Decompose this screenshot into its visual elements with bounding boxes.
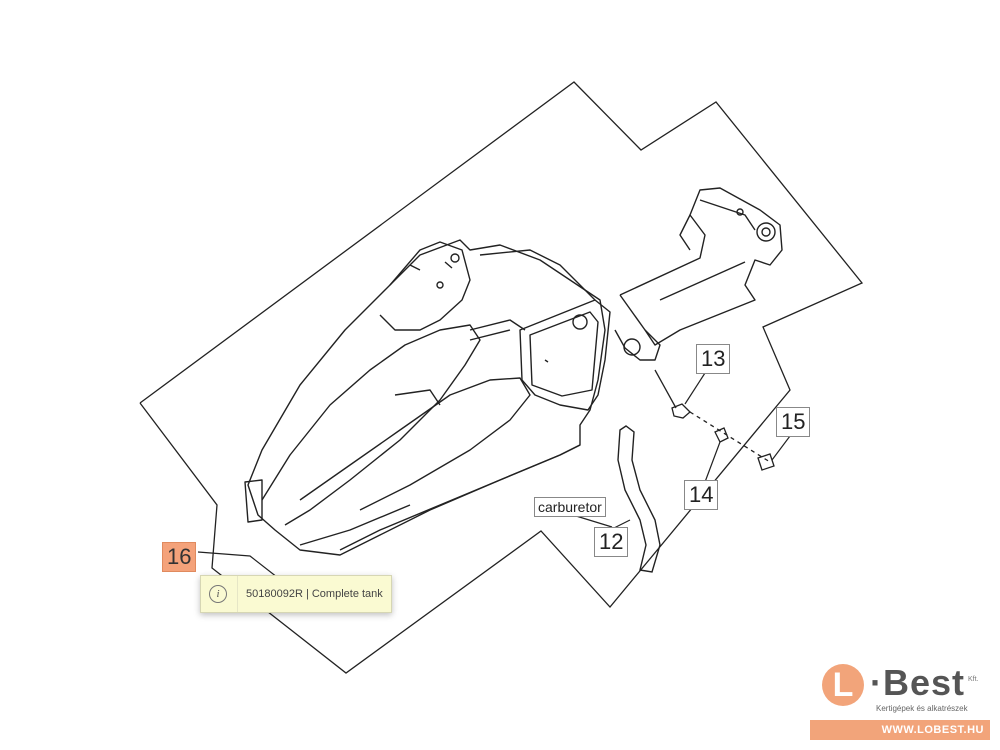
callout-15[interactable]: 15 bbox=[776, 407, 811, 437]
hose-12 bbox=[617, 425, 661, 573]
tooltip-divider bbox=[237, 576, 238, 612]
logo-name-text: Best bbox=[883, 662, 966, 703]
rear-handle-drawing bbox=[614, 187, 783, 361]
callout-12[interactable]: 12 bbox=[594, 527, 629, 557]
screw-13 bbox=[671, 403, 691, 419]
spring-14 bbox=[714, 427, 729, 443]
part-tooltip: i 50180092R | Complete tank bbox=[200, 575, 392, 613]
assembly-boundary bbox=[139, 81, 864, 674]
tooltip-text: 50180092R | Complete tank bbox=[246, 588, 383, 600]
carburetor-label: carburetor bbox=[534, 497, 606, 517]
logo-subtitle: Kertigépek és alkatrészek bbox=[876, 704, 968, 713]
cap-15 bbox=[757, 453, 775, 471]
lobest-logo: L ·Best Kft. Kertigépek és alkatrészek W… bbox=[808, 662, 990, 744]
logo-url: WWW.LOBEST.HU bbox=[810, 720, 990, 740]
callout-16[interactable]: 16 bbox=[162, 542, 197, 572]
logo-name: ·Best bbox=[870, 662, 966, 703]
fuel-tank-drawing bbox=[244, 239, 611, 556]
logo-suffix: Kft. bbox=[968, 676, 979, 683]
callout-14[interactable]: 14 bbox=[684, 480, 719, 510]
logo-letter: L bbox=[822, 664, 864, 706]
small-parts-drawing bbox=[617, 369, 775, 573]
info-icon: i bbox=[209, 585, 227, 603]
callout-13[interactable]: 13 bbox=[696, 344, 731, 374]
